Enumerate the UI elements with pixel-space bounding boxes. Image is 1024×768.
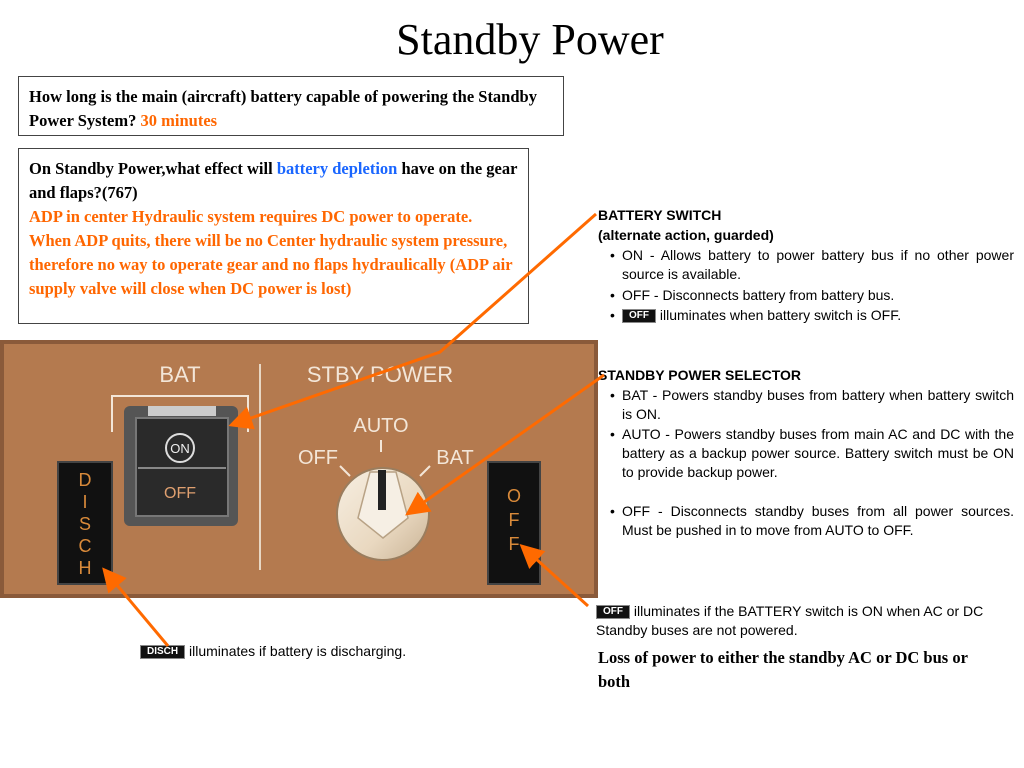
loss-of-power-note: Loss of power to either the standby AC o… (598, 648, 968, 691)
selector-off-label: OFF (298, 447, 338, 469)
battery-switch-item-on: •ON - Allows battery to power battery bu… (610, 247, 1014, 282)
disch-note: DISCH illuminates if battery is discharg… (140, 642, 560, 661)
standby-power-panel: BAT STBY POWER ON OFF OFF AUTO BAT DISCH… (0, 340, 598, 598)
disch-light-badge: DISCH (140, 645, 186, 660)
off-light-badge: OFF (622, 309, 656, 324)
switch-on-legend: ON (170, 441, 190, 456)
standby-power-selector-knob[interactable] (336, 467, 430, 561)
arrow-standby-selector (405, 373, 605, 516)
disch-letter: S (79, 514, 91, 534)
disch-letter: H (79, 558, 92, 578)
standby-selector-item-auto: •AUTO - Powers standby buses from main A… (610, 426, 1014, 480)
arrow-disch-light (102, 567, 170, 647)
question-box-battery-duration: How long is the main (aircraft) battery … (18, 76, 564, 136)
selector-auto-label: AUTO (353, 415, 408, 437)
standby-selector-item-off: •OFF - Disconnects standby buses from al… (610, 503, 1014, 538)
question-text-part2: have on the gear and flaps?(767) (29, 159, 518, 202)
selector-bat-label: BAT (436, 447, 473, 469)
off-letter: O (507, 486, 521, 506)
page-title: Standby Power (396, 15, 664, 64)
disch-letter: C (79, 536, 92, 556)
arrow-battery-switch (228, 212, 597, 430)
disch-light (57, 461, 113, 585)
off-letter: F (509, 534, 520, 554)
answer-text: 30 minutes (140, 111, 218, 130)
battery-switch-item-off: •OFF - Disconnects battery from battery … (610, 287, 895, 303)
off-letter: F (509, 510, 520, 530)
question-text-part1: On Standby Power,what effect will (29, 159, 273, 178)
battery-switch[interactable]: ON OFF (124, 406, 238, 526)
battery-switch-heading: BATTERY SWITCH (598, 207, 722, 223)
standby-selector-item-bat: •BAT - Powers standby buses from battery… (610, 387, 1014, 422)
answer-text: ADP in center Hydraulic system requires … (29, 207, 513, 298)
question-box-battery-depletion: On Standby Power,what effect will batter… (18, 148, 529, 324)
switch-off-legend: OFF (164, 485, 196, 502)
bat-label: BAT (159, 362, 200, 387)
battery-switch-subheading: (alternate action, guarded) (598, 227, 774, 243)
off-light-badge: OFF (596, 605, 630, 620)
battery-switch-item-off-light: •OFF illuminates when battery switch is … (610, 307, 902, 324)
disch-letter: D (79, 470, 92, 490)
arrow-off-light (519, 543, 590, 608)
question-highlight: battery depletion (276, 159, 398, 178)
question-text: How long is the main (aircraft) battery … (29, 87, 537, 130)
disch-letter: I (82, 492, 87, 512)
off-light-note: OFF illuminates if the BATTERY switch is… (596, 603, 984, 638)
standby-selector-heading: STANDBY POWER SELECTOR (598, 367, 802, 383)
